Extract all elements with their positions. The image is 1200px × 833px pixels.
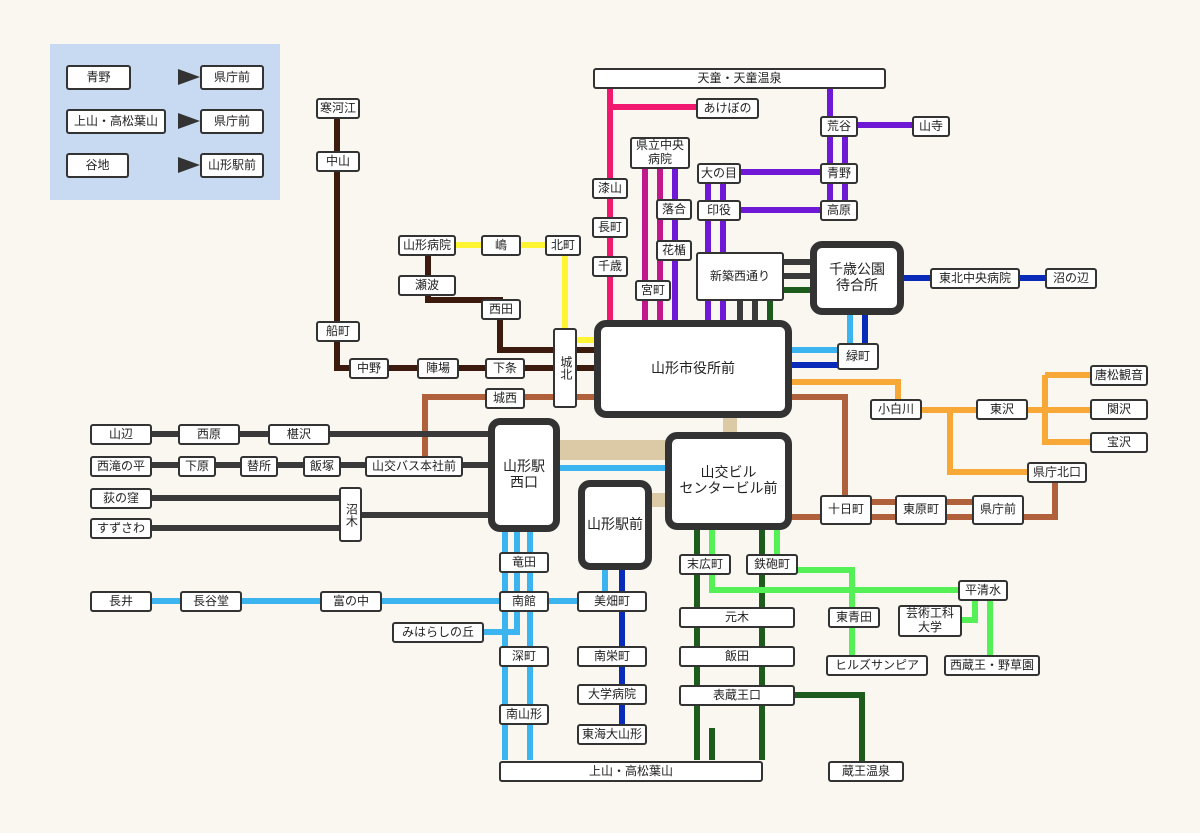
station-yamabe[interactable]: 山辺 — [90, 424, 152, 445]
station-nishida[interactable]: 西田 — [481, 299, 521, 320]
station-oginokubo[interactable]: 荻の窪 — [90, 488, 152, 509]
station-numanohe[interactable]: 沼の辺 — [1045, 268, 1097, 289]
station-yamagata-hospital[interactable]: 山形病院 — [398, 235, 456, 256]
station-tokai[interactable]: 東海大山形 — [577, 724, 647, 745]
legend-to-3: 山形駅前 — [200, 153, 264, 178]
station-geiko[interactable]: 芸術工科 大学 — [898, 605, 962, 637]
station-miharashi[interactable]: みはらしの丘 — [392, 622, 484, 643]
station-karamatsu[interactable]: 唐松観音 — [1090, 365, 1148, 386]
route-brown — [790, 394, 848, 510]
station-shimohara[interactable]: 下原 — [178, 456, 216, 477]
station-iida[interactable]: 飯田 — [679, 646, 795, 667]
station-numagi[interactable]: 沼木 — [339, 487, 362, 542]
station-tokamachi[interactable]: 十日町 — [820, 495, 872, 525]
station-tendo[interactable]: 天童・天童温泉 — [593, 68, 886, 89]
station-yamadera[interactable]: 山寺 — [912, 116, 950, 137]
hub-yamagata-west-exit[interactable]: 山形駅 西口 — [488, 418, 560, 532]
station-inyaku[interactable]: 印役 — [697, 200, 741, 221]
route-green-dark — [790, 692, 865, 770]
station-ryuta[interactable]: 竜田 — [499, 552, 549, 573]
legend-to-2: 県庁前 — [200, 109, 264, 134]
station-kaminoyama[interactable]: 上山・高松葉山 — [499, 761, 763, 782]
station-sakaee[interactable]: 寒河江 — [316, 98, 360, 119]
station-kenchomae[interactable]: 県庁前 — [972, 495, 1024, 525]
station-nakayama[interactable]: 中山 — [316, 151, 360, 172]
station-tohoku-chuo[interactable]: 東北中央病院 — [930, 268, 1020, 289]
station-teppo[interactable]: 鉄砲町 — [746, 554, 798, 575]
station-oonome[interactable]: 大の目 — [697, 163, 741, 184]
route-orange — [947, 410, 1030, 475]
station-higashiharamachi[interactable]: 東原町 — [895, 495, 947, 525]
station-taesho[interactable]: 替所 — [240, 456, 278, 477]
station-odoshigawa[interactable]: 小白川 — [870, 399, 922, 420]
station-suzusawa[interactable]: すずさわ — [90, 518, 152, 539]
hub-yamagata-station[interactable]: 山形駅前 — [578, 480, 652, 570]
station-minamiyamagata[interactable]: 南山形 — [499, 704, 549, 725]
station-kenchokitaguchi[interactable]: 県庁北口 — [1027, 462, 1087, 483]
station-aono[interactable]: 青野 — [820, 163, 858, 184]
station-kitamachi[interactable]: 北町 — [545, 235, 581, 256]
station-urushiyama[interactable]: 漆山 — [592, 178, 628, 199]
station-chitose[interactable]: 千歳 — [592, 256, 628, 277]
hub-center-building[interactable]: 山交ビル センタービル前 — [665, 432, 792, 530]
legend-from-2: 上山・高松葉山 — [66, 109, 166, 134]
station-suehiro[interactable]: 末広町 — [679, 554, 731, 575]
station-johoku[interactable]: 城北 — [553, 328, 577, 408]
station-fukamachi[interactable]: 深町 — [499, 646, 549, 667]
station-daigaku[interactable]: 大学病院 — [577, 684, 647, 705]
legend-from-3: 谷地 — [66, 153, 129, 178]
station-nagai[interactable]: 長井 — [90, 591, 152, 612]
station-araya[interactable]: 荒谷 — [820, 116, 858, 137]
station-hirashimizu[interactable]: 平清水 — [958, 580, 1008, 601]
station-jonishi[interactable]: 城西 — [485, 388, 525, 409]
station-tominonaka[interactable]: 富の中 — [320, 591, 382, 612]
station-nishihara[interactable]: 西原 — [178, 424, 240, 445]
station-omotezao[interactable]: 表蔵王口 — [679, 685, 795, 706]
legend-from-1: 青野 — [66, 65, 131, 90]
station-midoricho[interactable]: 緑町 — [837, 343, 879, 370]
station-hanakusu[interactable]: 花楯 — [656, 240, 692, 261]
station-nagamachi[interactable]: 長町 — [592, 217, 628, 238]
route-orange — [790, 379, 1045, 413]
station-takahara[interactable]: 高原 — [820, 200, 858, 221]
station-shimojo[interactable]: 下条 — [485, 358, 525, 379]
station-bibatake[interactable]: 美畑町 — [577, 591, 647, 612]
station-sehanami[interactable]: 瀬波 — [398, 275, 456, 296]
station-kenritsu[interactable]: 県立中央 病院 — [630, 137, 690, 169]
station-funamachi[interactable]: 船町 — [316, 321, 360, 342]
route-green-light — [709, 528, 965, 593]
station-akebono[interactable]: あけぼの — [696, 98, 759, 119]
route-green-light — [960, 600, 978, 623]
route-sky — [480, 530, 520, 635]
station-jinba[interactable]: 陣場 — [417, 358, 459, 379]
hub-chitose-park[interactable]: 千歳公園 待合所 — [810, 241, 904, 315]
route-brown — [790, 472, 1058, 520]
station-hills[interactable]: ヒルズサンピア — [826, 655, 928, 676]
route-orange — [1042, 375, 1092, 445]
station-minamidate[interactable]: 南館 — [499, 591, 549, 612]
station-iizuka[interactable]: 飯塚 — [303, 456, 341, 477]
station-higashiaota[interactable]: 東青田 — [828, 607, 880, 628]
hub-shinchiku[interactable]: 新築西通り — [696, 252, 784, 301]
legend-to-1: 県庁前 — [200, 65, 264, 90]
station-ochiai[interactable]: 落合 — [656, 199, 692, 220]
station-hasedo[interactable]: 長谷堂 — [180, 591, 242, 612]
station-honsha[interactable]: 山交バス本社前 — [365, 456, 463, 477]
station-motoki[interactable]: 元木 — [679, 607, 795, 628]
station-takarazawa[interactable]: 宝沢 — [1090, 432, 1148, 453]
station-shima[interactable]: 嶋 — [481, 235, 521, 256]
hub-shiyakusho[interactable]: 山形市役所前 — [594, 320, 792, 418]
station-nakano[interactable]: 中野 — [349, 358, 389, 379]
station-higashizawa[interactable]: 東沢 — [976, 399, 1028, 420]
station-zaoonsen[interactable]: 蔵王温泉 — [828, 761, 904, 782]
station-sekizawa[interactable]: 関沢 — [1090, 399, 1148, 420]
station-nishitakinohira[interactable]: 西滝の平 — [90, 456, 152, 477]
station-miyamachi[interactable]: 宮町 — [635, 280, 671, 301]
station-nishizao[interactable]: 西蔵王・野草園 — [944, 655, 1040, 676]
route-brown — [422, 394, 597, 465]
station-nanei[interactable]: 南栄町 — [577, 646, 647, 667]
station-kunugizawa[interactable]: 椹沢 — [268, 424, 330, 445]
